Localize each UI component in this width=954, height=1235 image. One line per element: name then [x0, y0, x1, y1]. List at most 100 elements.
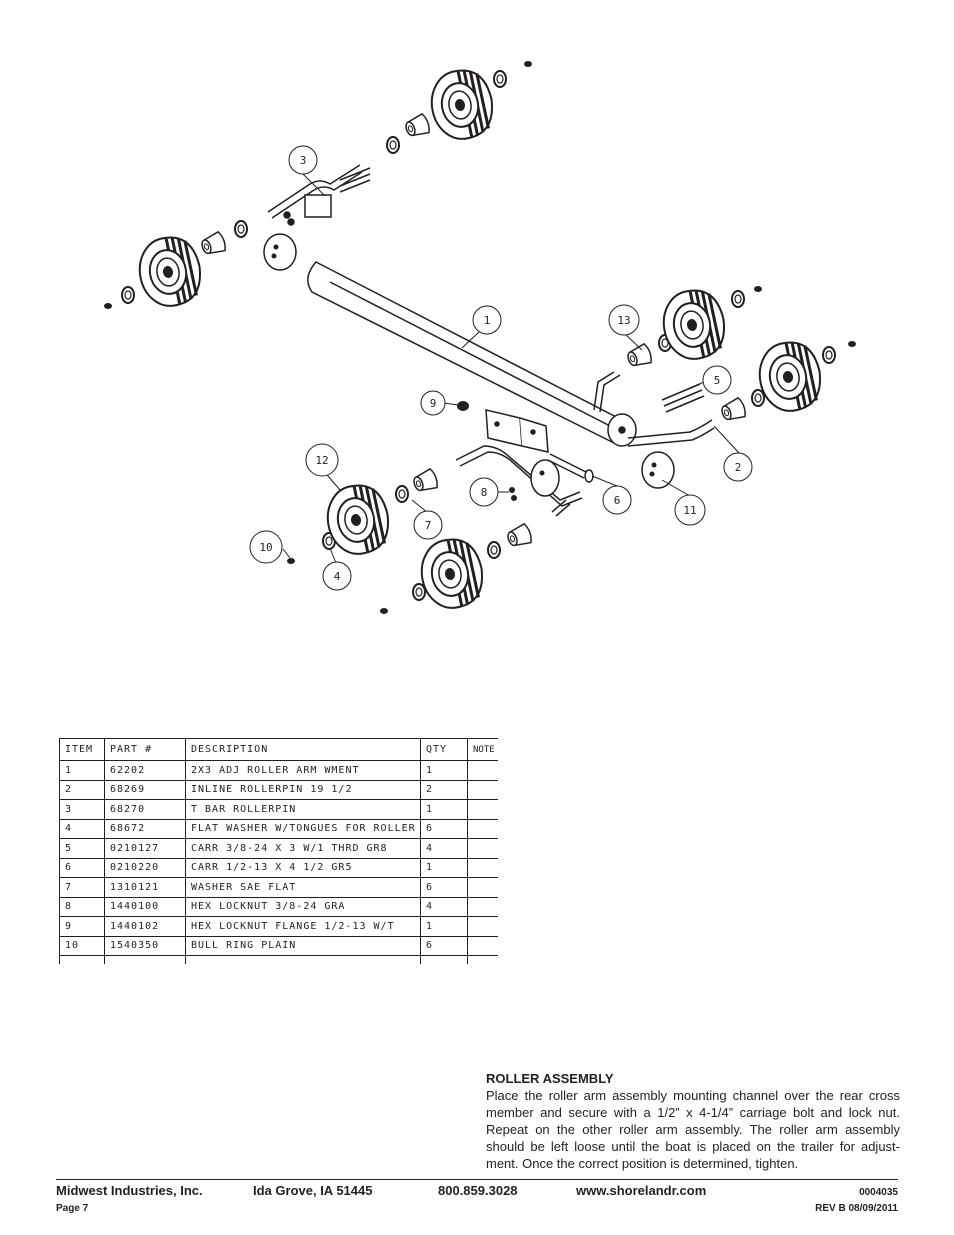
instructions-body: Place the roller arm assembly mounting c… — [486, 1088, 900, 1171]
roller-bottom-left — [287, 467, 441, 564]
svg-text:6: 6 — [614, 494, 621, 507]
cell-qty: 4 — [420, 838, 468, 859]
cell-qty: 6 — [420, 935, 468, 956]
cell-part: 1440100 — [104, 896, 186, 917]
cell-part: 0210127 — [104, 838, 186, 859]
svg-text:11: 11 — [683, 504, 696, 517]
cell-qty: 1 — [420, 857, 468, 878]
svg-text:9: 9 — [430, 397, 437, 410]
roller-bottom — [380, 522, 535, 614]
callout-8: 8 — [469, 477, 499, 507]
svg-text:12: 12 — [315, 454, 328, 467]
callout-13: 13 — [608, 304, 640, 336]
cell-note — [467, 760, 498, 781]
callout-3: 3 — [288, 145, 318, 175]
callout-7: 7 — [413, 510, 443, 540]
roller-right-lower — [718, 336, 856, 425]
callout-6: 6 — [602, 485, 632, 515]
header-note: NOTE — [467, 738, 498, 761]
cell-item: 6 — [59, 857, 105, 878]
footer-phone: 800.859.3028 — [438, 1183, 518, 1198]
cell-part: 0210220 — [104, 857, 186, 878]
cell-note — [467, 896, 498, 917]
cell-item: 8 — [59, 896, 105, 917]
cell-qty: 1 — [420, 760, 468, 781]
bushing-block — [641, 451, 675, 489]
footer-location: Ida Grove, IA 51445 — [253, 1183, 373, 1198]
t-bar-rollerpin — [267, 164, 371, 226]
cell-note — [467, 857, 498, 878]
cell-description: HEX LOCKNUT 3/8-24 GRA — [185, 896, 421, 917]
svg-text:13: 13 — [617, 314, 630, 327]
cell-qty: 6 — [420, 818, 468, 839]
instructions-title: ROLLER ASSEMBLY — [486, 1071, 614, 1086]
header-description: DESCRIPTION — [185, 738, 421, 761]
callout-9: 9 — [420, 390, 446, 416]
footer-doc-number: 0004035 — [859, 1187, 898, 1198]
instructions-section: ROLLER ASSEMBLY Place the roller arm ass… — [486, 1070, 900, 1172]
footer-page: Page 7 — [56, 1203, 89, 1214]
cell-description: CARR 1/2-13 X 4 1/2 GR5 — [185, 857, 421, 878]
roller-top — [386, 61, 532, 154]
footer-website: www.shorelandr.com — [576, 1183, 707, 1198]
svg-text:8: 8 — [481, 486, 488, 499]
carriage-bolt — [547, 453, 594, 483]
callout-11: 11 — [674, 494, 706, 526]
cell-description: FLAT WASHER W/TONGUES FOR ROLLER — [185, 818, 421, 839]
cell-description: HEX LOCKNUT FLANGE 1/2-13 W/T — [185, 916, 421, 937]
parts-table-header: ITEM PART # DESCRIPTION QTY NOTE — [59, 738, 498, 761]
roller-assembly-diagram: 1 2 3 4 5 6 7 8 9 10 11 12 13 — [104, 61, 856, 614]
roller-arm-weldment — [307, 261, 637, 453]
footer-revision: REV B 08/09/2011 — [815, 1203, 898, 1214]
cell-part: 68270 — [104, 799, 186, 820]
cell-item: 10 — [59, 935, 105, 956]
header-part: PART # — [104, 738, 186, 761]
cell-item: 5 — [59, 838, 105, 859]
cell-note — [467, 877, 498, 898]
mount-plate — [530, 459, 560, 497]
cell-item: 4 — [59, 818, 105, 839]
callout-12: 12 — [305, 443, 339, 477]
carriage-bolts-3-8 — [661, 383, 705, 413]
cell-qty: 1 — [420, 799, 468, 820]
callout-10: 10 — [249, 530, 283, 564]
table-row-truncated — [59, 955, 498, 964]
callout-circles: 1 2 3 4 5 6 7 8 9 10 11 12 13 — [249, 145, 753, 591]
callout-5: 5 — [702, 365, 732, 395]
cell-item: 7 — [59, 877, 105, 898]
cell-part: 68269 — [104, 779, 186, 800]
cell-item: 3 — [59, 799, 105, 820]
cell-item: 1 — [59, 760, 105, 781]
cell-note — [467, 935, 498, 956]
header-item: ITEM — [59, 738, 105, 761]
svg-text:2: 2 — [735, 461, 742, 474]
callout-1: 1 — [472, 305, 502, 335]
cell-note — [467, 916, 498, 937]
cell-part: 1540350 — [104, 935, 186, 956]
cell-qty: 2 — [420, 779, 468, 800]
callout-4: 4 — [322, 561, 352, 591]
cell-note — [467, 799, 498, 820]
svg-text:10: 10 — [259, 541, 272, 554]
svg-text:7: 7 — [425, 519, 432, 532]
header-qty: QTY — [420, 738, 468, 761]
cell-description: 2X3 ADJ ROLLER ARM WMENT — [185, 760, 421, 781]
cell-description: BULL RING PLAIN — [185, 935, 421, 956]
cell-note — [467, 818, 498, 839]
cell-description: T BAR ROLLERPIN — [185, 799, 421, 820]
svg-text:5: 5 — [714, 374, 721, 387]
cell-item: 2 — [59, 779, 105, 800]
cell-part: 68672 — [104, 818, 186, 839]
cell-description: CARR 3/8-24 X 3 W/1 THRD GR8 — [185, 838, 421, 859]
roller-right-upper — [624, 284, 762, 371]
